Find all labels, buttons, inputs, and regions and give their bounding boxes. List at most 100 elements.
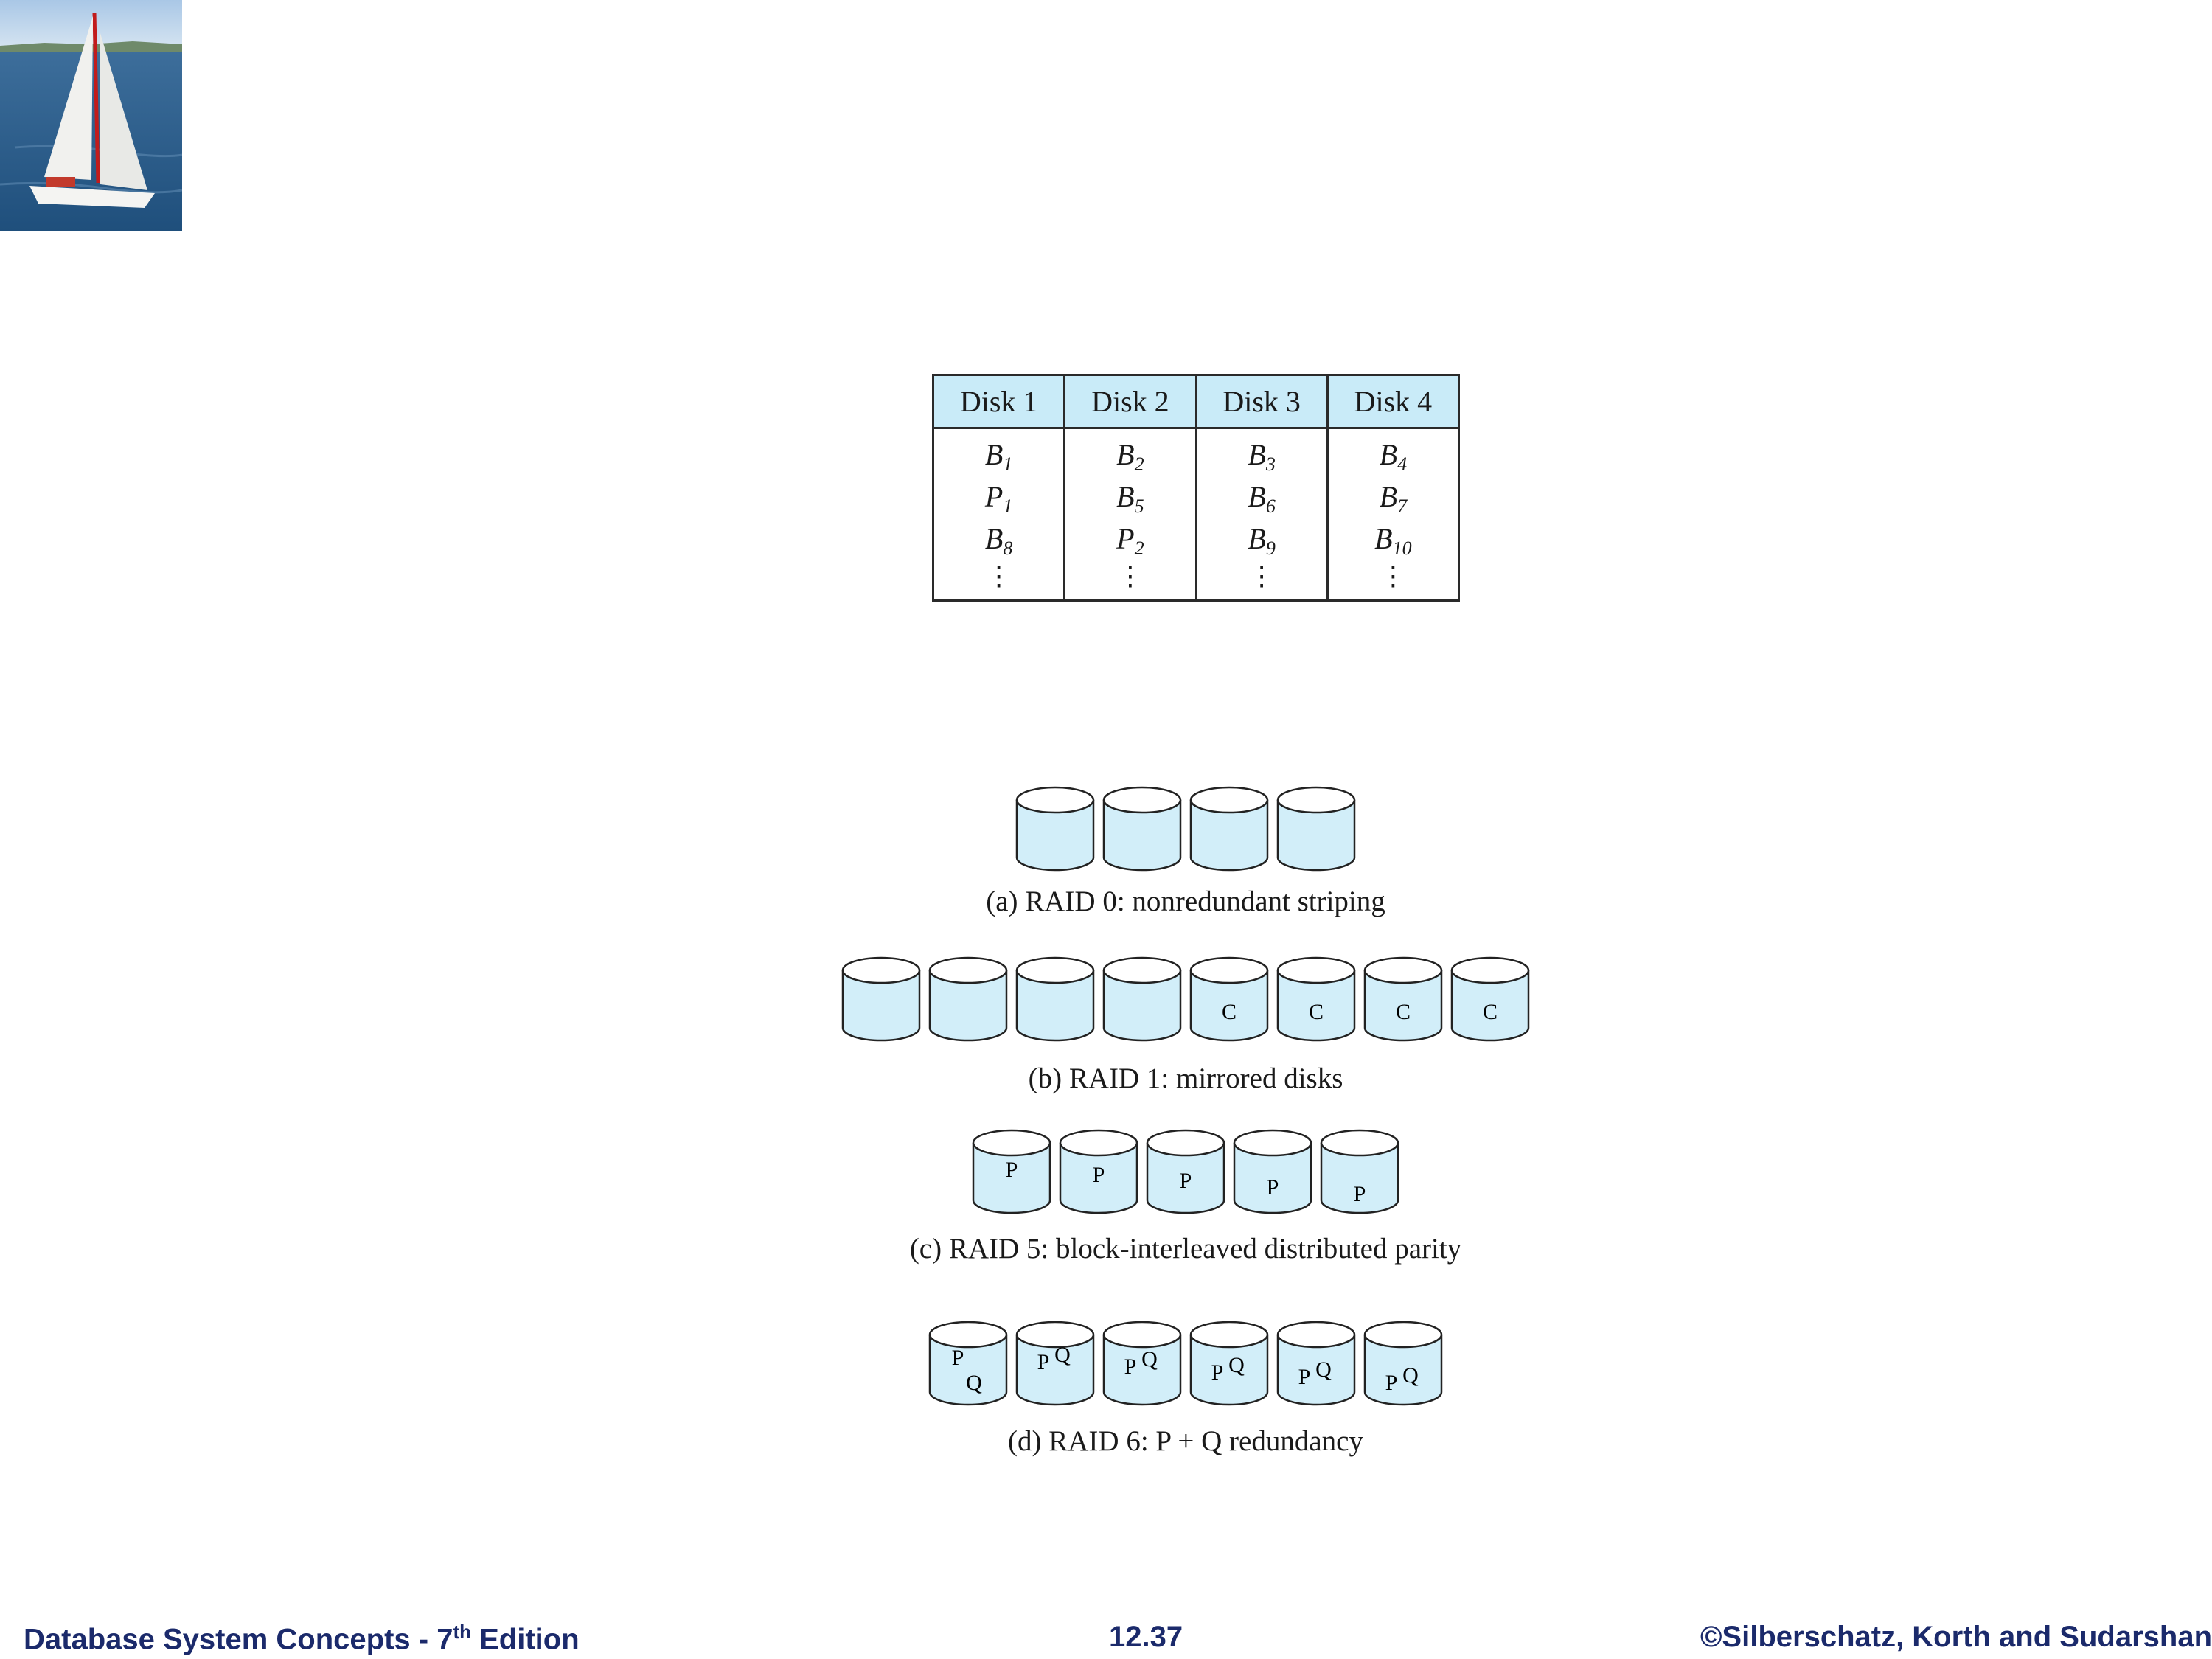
block-cell: B6 <box>1197 476 1326 518</box>
disk-cylinder: C <box>1189 956 1269 1042</box>
disk-cylinder: PQ <box>928 1321 1008 1406</box>
parity-p-label: P <box>1211 1360 1224 1385</box>
block-subscript: 8 <box>1003 538 1013 559</box>
block-cell: B7 <box>1329 476 1458 518</box>
block-subscript: 6 <box>1265 495 1276 517</box>
block-label: B <box>1248 522 1266 555</box>
block-cell: B1 <box>934 434 1063 476</box>
disk-cylinder <box>1276 786 1356 872</box>
block-subscript: 10 <box>1392 538 1412 559</box>
disk-cylinder <box>1102 786 1182 872</box>
footer-title-sup: th <box>453 1621 471 1643</box>
disk-cylinder <box>841 956 921 1042</box>
table-header-row: Disk 1 Disk 2 Disk 3 Disk 4 <box>931 374 1461 429</box>
block-cell: B10 <box>1329 518 1458 560</box>
continuation-dots: ⋮ <box>985 561 1012 591</box>
block-cell: B5 <box>1065 476 1194 518</box>
disk-cylinder: P <box>1320 1129 1399 1214</box>
block-label: B <box>1116 438 1135 471</box>
footer-book-title: Database System Concepts - 7th Edition <box>24 1621 580 1656</box>
disk-cylinder: P <box>1146 1129 1225 1214</box>
block-label: B <box>1379 438 1398 471</box>
block-label: P <box>984 480 1004 513</box>
continuation-dots: ⋮ <box>1380 561 1407 591</box>
sailboat-logo-image <box>0 0 182 231</box>
parity-q-label: Q <box>1054 1343 1071 1367</box>
block-label: B <box>1379 480 1398 513</box>
table-header-disk-4: Disk 4 <box>1326 374 1461 429</box>
parity-p-label: P <box>952 1346 964 1370</box>
block-label: P <box>1116 522 1135 555</box>
disk-cylinder: C <box>1276 956 1356 1042</box>
copy-label: C <box>1396 1000 1411 1024</box>
parity-q-label: Q <box>1402 1363 1419 1388</box>
disk-cylinder: P <box>1059 1129 1138 1214</box>
disk-cylinder: P <box>972 1129 1051 1214</box>
continuation-dots: ⋮ <box>1248 561 1276 591</box>
footer-title-prefix: Database System Concepts - 7 <box>24 1623 453 1656</box>
disk-cylinder: C <box>1363 956 1443 1042</box>
copy-label: C <box>1483 1000 1498 1024</box>
copy-label: C <box>1309 1000 1324 1024</box>
raid-5-caption: (c) RAID 5: block-interleaved distribute… <box>909 1233 1462 1265</box>
block-cell: P2 <box>1065 518 1194 560</box>
block-subscript: 4 <box>1397 453 1408 475</box>
block-cell: B9 <box>1197 518 1326 560</box>
block-subscript: 5 <box>1134 495 1144 517</box>
parity-label: P <box>1093 1163 1105 1187</box>
table-header-disk-3: Disk 3 <box>1194 374 1329 429</box>
disk-cylinder: C <box>1450 956 1530 1042</box>
disk-cylinder <box>1102 956 1182 1042</box>
block-label: B <box>1248 438 1266 471</box>
parity-q-label: Q <box>1141 1347 1158 1371</box>
disk-cylinder <box>928 956 1008 1042</box>
block-subscript: 2 <box>1134 453 1144 475</box>
block-label: B <box>984 522 1004 555</box>
disk-cylinder <box>1015 786 1095 872</box>
table-header-disk-1: Disk 1 <box>931 374 1066 429</box>
footer-copyright: ©Silberschatz, Korth and Sudarshan <box>1700 1621 2212 1653</box>
block-subscript: 9 <box>1265 538 1276 559</box>
block-subscript: 1 <box>1003 453 1013 475</box>
copy-label: C <box>1222 1000 1237 1024</box>
disk-cylinder: P <box>1233 1129 1312 1214</box>
block-label: B <box>984 438 1004 471</box>
footer-page-number: 12.37 <box>1109 1621 1183 1653</box>
block-cell: B3 <box>1197 434 1326 476</box>
block-subscript: 7 <box>1397 495 1408 517</box>
block-cell: B8 <box>934 518 1063 560</box>
block-cell: P1 <box>934 476 1063 518</box>
footer-title-suffix: Edition <box>471 1623 580 1656</box>
raid-1-caption: (b) RAID 1: mirrored disks <box>1028 1062 1343 1094</box>
parity-label: P <box>1354 1182 1366 1206</box>
parity-q-label: Q <box>966 1371 982 1395</box>
parity-label: P <box>1267 1175 1279 1200</box>
disk-cylinder <box>1015 956 1095 1042</box>
block-label: B <box>1116 480 1135 513</box>
raid-0-caption: (a) RAID 0: nonredundant striping <box>986 886 1385 917</box>
block-subscript: 2 <box>1134 538 1144 559</box>
parity-p-label: P <box>1298 1365 1311 1389</box>
block-cell: B2 <box>1065 434 1194 476</box>
parity-p-label: P <box>1124 1354 1137 1379</box>
raid-6-caption: (d) RAID 6: P + Q redundancy <box>1008 1425 1363 1457</box>
parity-label: P <box>1180 1169 1192 1193</box>
block-label: B <box>1248 480 1266 513</box>
table-header-disk-2: Disk 2 <box>1063 374 1197 429</box>
disk-cylinder <box>1189 786 1269 872</box>
parity-p-label: P <box>1385 1371 1398 1395</box>
parity-label: P <box>1006 1158 1018 1182</box>
parity-q-label: Q <box>1315 1357 1332 1382</box>
